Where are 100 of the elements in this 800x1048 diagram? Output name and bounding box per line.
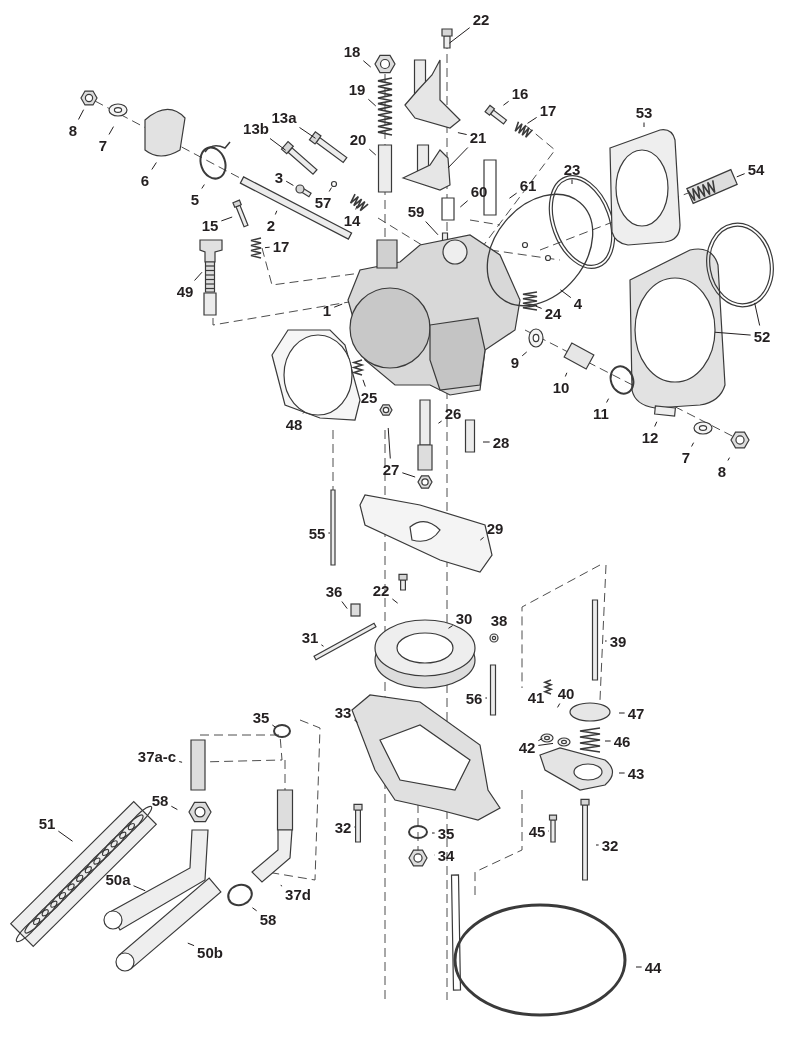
leader-line [280, 884, 283, 887]
leader-line [187, 942, 195, 947]
callout-number: 8 [67, 121, 79, 139]
callout-number: 56 [464, 689, 484, 707]
leader-line [151, 162, 157, 170]
leader-line [133, 885, 146, 892]
leader-line [559, 289, 572, 299]
leader-line [618, 772, 626, 774]
leader-line [391, 598, 399, 604]
callout-number: 24 [543, 304, 563, 322]
leader-line [264, 246, 271, 249]
leader-line [502, 100, 510, 106]
callout-number: 61 [518, 176, 538, 194]
callout-number: 58 [258, 910, 278, 928]
leader-line [251, 907, 258, 912]
leader-line [271, 724, 277, 728]
leader-line [78, 109, 85, 120]
callout-number: 2 [265, 216, 277, 234]
leader-line [170, 805, 178, 811]
callout-number: 28 [491, 433, 511, 451]
leader-line [521, 351, 528, 357]
callout-number: 15 [200, 216, 220, 234]
callout-number: 13b [242, 119, 270, 137]
leader-line [401, 472, 416, 478]
callout-number: 38 [489, 611, 509, 629]
callout-number: 13a [270, 108, 298, 126]
leader-line [643, 122, 645, 128]
callout-number: 43 [626, 764, 646, 782]
leader-line [618, 712, 626, 714]
callout-number: 22 [371, 581, 391, 599]
callout-number: 6 [139, 171, 151, 189]
leader-line [527, 116, 538, 124]
callout-number: 37a-c [136, 747, 178, 765]
leader-line [367, 98, 377, 107]
callout-number: 19 [347, 80, 367, 98]
leader-line [302, 411, 305, 414]
callout-number: 34 [436, 846, 456, 864]
leader-line [727, 457, 731, 461]
callout-number: 44 [643, 958, 663, 976]
leader-line [691, 442, 695, 447]
callout-number: 8 [716, 462, 728, 480]
leader-line [362, 60, 372, 68]
leader-line [437, 420, 443, 424]
callout-number: 7 [97, 136, 109, 154]
leader-line [387, 427, 391, 459]
leader-line [457, 132, 468, 136]
callout-number: 9 [509, 353, 521, 371]
leader-line [362, 379, 366, 387]
callout-number: 4 [572, 294, 584, 312]
callout-number: 25 [359, 388, 379, 406]
callout-number: 11 [592, 404, 610, 422]
callout-number: 21 [468, 128, 488, 146]
leader-line [269, 138, 287, 151]
callout-number: 37d [284, 885, 312, 903]
callout-number: 17 [538, 101, 558, 119]
callout-number: 14 [342, 211, 362, 229]
callout-number: 31 [300, 628, 320, 646]
callout-number: 39 [608, 632, 628, 650]
leader-line [654, 421, 658, 427]
leader-line [754, 302, 761, 326]
callout-number: 3 [273, 168, 285, 186]
leader-line [482, 441, 491, 443]
leader-line [285, 180, 294, 186]
leader-line [508, 192, 518, 199]
leader-line [714, 331, 752, 336]
leader-line [484, 697, 488, 699]
leader-line [194, 271, 203, 281]
callout-number: 42 [517, 738, 537, 756]
callout-number: 45 [527, 822, 547, 840]
leader-line [448, 625, 454, 629]
callout-number: 1 [321, 301, 333, 319]
callout-number: 50b [196, 943, 224, 961]
leader-line [274, 210, 278, 215]
callout-number: 18 [342, 42, 362, 60]
callout-number: 33 [333, 703, 353, 721]
callout-number: 59 [406, 202, 426, 220]
callout-number: 41 [526, 688, 546, 706]
leader-line [459, 200, 469, 208]
callout-number: 10 [551, 378, 571, 396]
callout-number: 46 [612, 732, 632, 750]
leader-line [736, 173, 746, 178]
leader-line [537, 742, 554, 746]
leader-line [604, 640, 608, 642]
leader-line [564, 372, 568, 377]
leader-line [535, 305, 543, 309]
leader-line [327, 532, 331, 534]
callout-number: 23 [562, 160, 582, 178]
leader-line [201, 184, 205, 189]
callout-number: 49 [175, 282, 195, 300]
callout-number: 58 [150, 791, 170, 809]
leader-line [571, 179, 573, 185]
callout-number: 35 [436, 824, 456, 842]
leader-line [108, 126, 114, 135]
callout-number: 55 [307, 524, 327, 542]
leader-line [447, 147, 469, 169]
callout-number: 27 [381, 460, 401, 478]
callout-number: 29 [485, 519, 505, 537]
callout-number: 22 [471, 10, 491, 28]
leader-line [341, 601, 348, 610]
callout-number: 40 [556, 684, 576, 702]
